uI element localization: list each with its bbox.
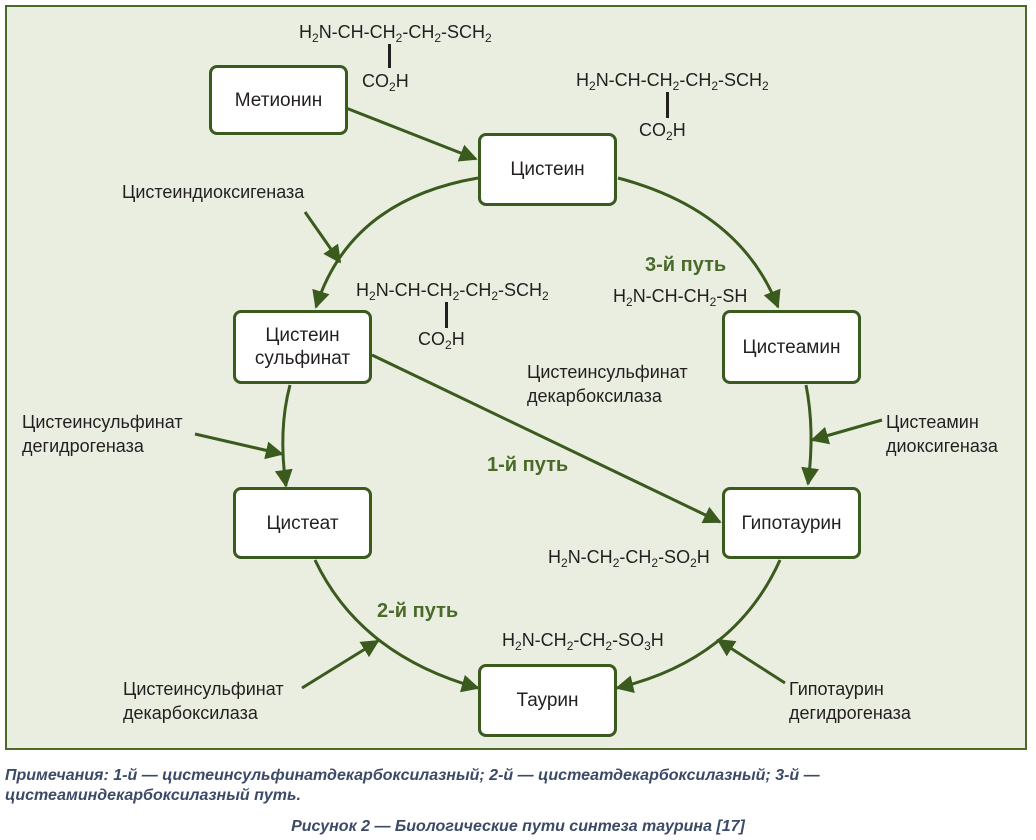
arrow-sulfinate-hypotaurine xyxy=(371,353,722,524)
figure-notes: Примечания: 1-й — цистеинсульфинатдекарб… xyxy=(5,767,820,804)
enzyme-cysteine-dioxygenase: Цистеиндиоксигеназа xyxy=(122,182,305,202)
node-hypotaurine: Гипотаурин xyxy=(722,487,861,559)
arrow-methionine-cysteine xyxy=(345,106,478,162)
formula-methionine: H2N-CH-CH2-CH2-SCH2 xyxy=(299,22,492,45)
pathway-3-label: 3-й путь xyxy=(645,254,727,276)
formula-cysteine-carboxyl: CO2H xyxy=(639,120,686,143)
node-cysteine: Цистеин xyxy=(478,133,617,206)
arrow-sulfinate-cysteate xyxy=(274,384,293,488)
enzyme-cysteamine-dioxygenase: Цистеамин диоксигеназа xyxy=(886,412,998,456)
arrow-cysteine-sulfinate xyxy=(312,176,479,309)
formula-taurine: H2N-CH2-CH2-SO3H xyxy=(502,630,664,653)
enzyme-arrow-dioxygenase xyxy=(303,211,342,264)
arrow-cysteine-cysteamine xyxy=(617,176,781,309)
formula-cysteine-sulfinate-carboxyl: CO2H xyxy=(418,329,465,352)
pathway-1-label: 1-й путь xyxy=(487,454,569,476)
enzyme-csa-decarboxylase-bottom: Цистеинсульфинат декарбоксилаза xyxy=(123,679,284,723)
formula-cysteine: H2N-CH-CH2-CH2-SCH2 xyxy=(576,70,769,93)
arrow-hypotaurine-taurine xyxy=(615,559,782,694)
arrow-cysteamine-hypotaurine xyxy=(801,384,820,486)
enzyme-arrow-hypotaurine-dehydrogenase xyxy=(716,638,786,685)
node-cysteine-sulfinate: Цистеин сульфинат xyxy=(233,310,372,384)
enzyme-arrow-cysteamine-dioxygenase xyxy=(810,418,883,445)
enzyme-arrow-decarboxylase-bottom xyxy=(301,639,380,690)
formula-methionine-bond xyxy=(388,44,391,68)
enzyme-arrow-dehydrogenase xyxy=(194,432,284,460)
pathway-2-label: 2-й путь xyxy=(377,600,459,622)
enzyme-hypotaurine-dehydrogenase: Гипотаурин дегидрогеназа xyxy=(789,679,911,723)
formula-cysteine-bond xyxy=(666,92,669,118)
formula-methionine-carboxyl: CO2H xyxy=(362,71,409,94)
node-cysteamine: Цистеамин xyxy=(722,310,861,384)
arrow-cysteate-taurine xyxy=(313,559,480,693)
node-methionine: Метионин xyxy=(209,65,348,135)
enzyme-csa-dehydrogenase: Цистеинсульфинат дегидрогеназа xyxy=(22,412,183,456)
node-taurine: Таурин xyxy=(478,664,617,737)
formula-cysteamine: H2N-CH-CH2-SH xyxy=(613,286,748,309)
figure-caption: Рисунок 2 — Биологические пути синтеза т… xyxy=(291,818,745,835)
formula-hypotaurine: H2N-CH2-CH2-SO2H xyxy=(548,547,710,570)
diagram-arrows xyxy=(194,106,883,694)
enzyme-csa-decarboxylase-mid: Цистеинсульфинат декарбоксилаза xyxy=(527,362,688,406)
node-cysteate: Цистеат xyxy=(233,487,372,559)
formula-cysteine-sulfinate: H2N-CH-CH2-CH2-SCH2 xyxy=(356,280,549,303)
formula-cysteine-sulfinate-bond xyxy=(445,302,448,328)
